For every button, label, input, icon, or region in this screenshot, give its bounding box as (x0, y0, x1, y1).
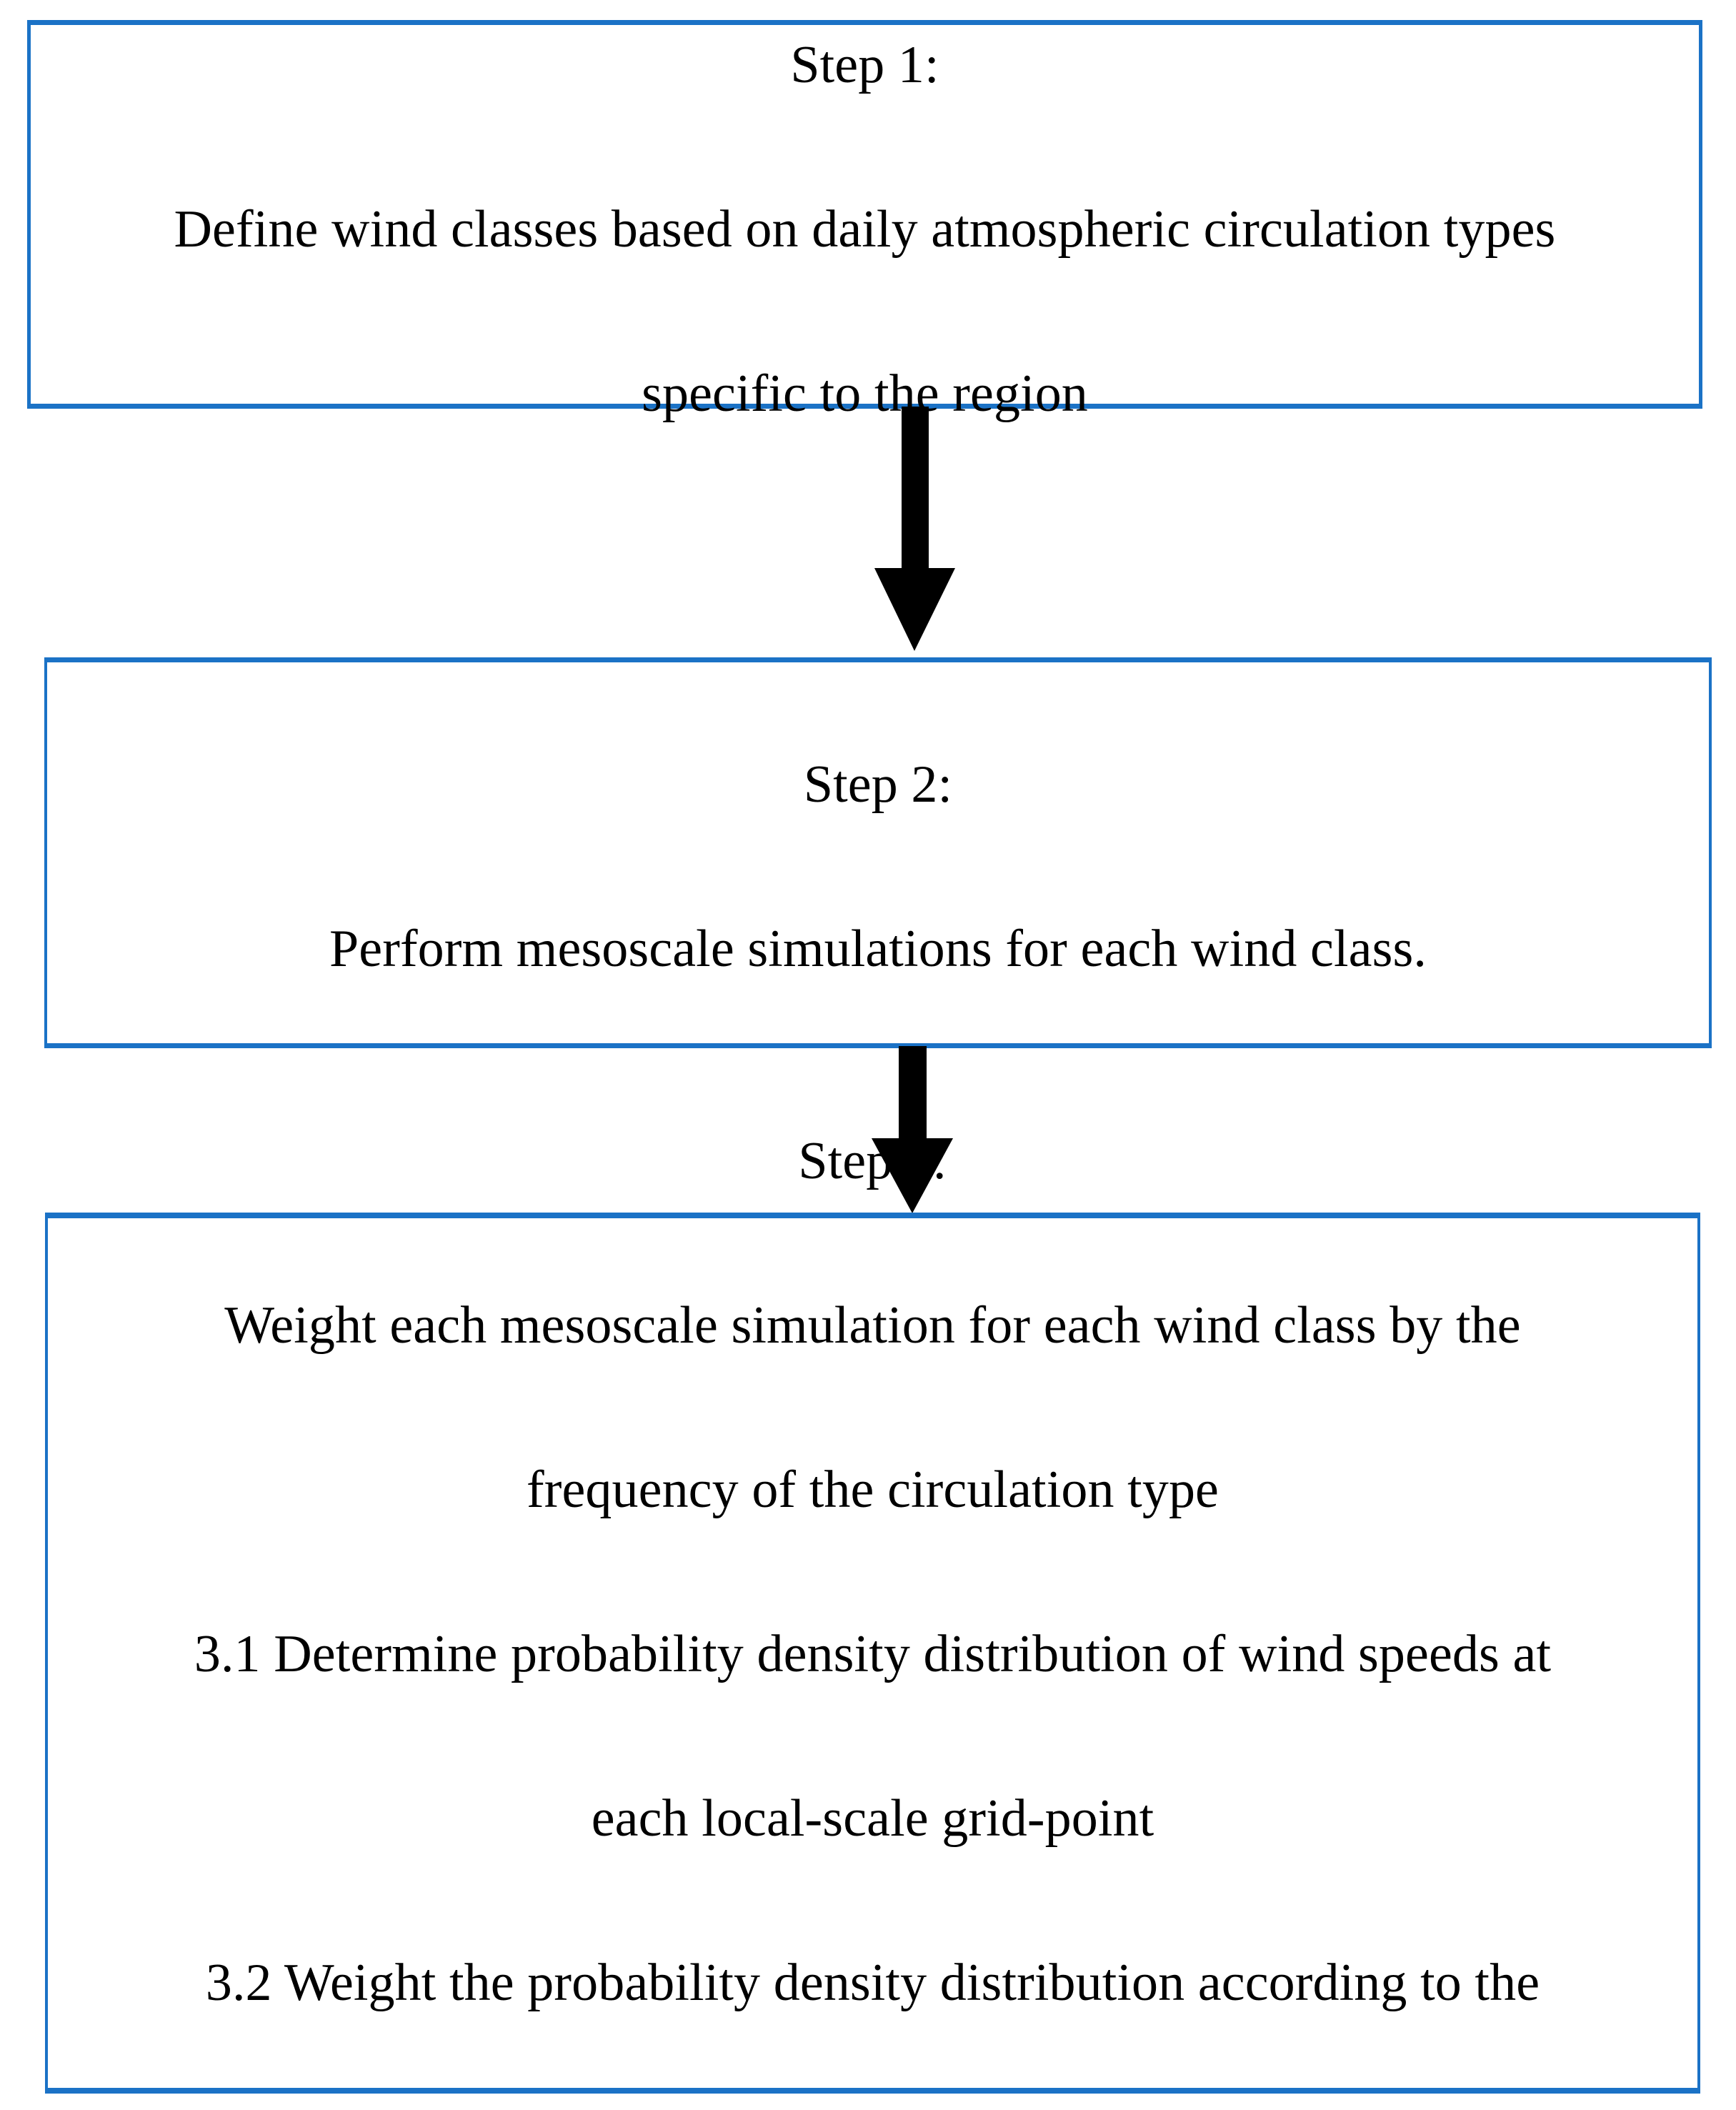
step-3-heading: Step 3: (798, 1132, 947, 1190)
arrow-down-icon-step-2-to-step-3 (872, 1046, 953, 1213)
flowchart-node-step-3[interactable]: Step 3: Weight each mesoscale simulation… (45, 1132, 1700, 2094)
step-3-body-line-2: frequency of the circulation type (527, 1460, 1219, 1519)
step-1-body-line-2: specific to the region (642, 364, 1088, 423)
flowchart-node-step-2[interactable]: Step 2: Perform mesoscale simulations fo… (44, 657, 1712, 1048)
step-1-body-line-1: Define wind classes based on daily atmos… (174, 199, 1556, 259)
step-1-text-block: Step 1: Define wind classes based on dai… (31, 0, 1699, 517)
arrow-shaft (899, 1046, 927, 1139)
step-3-substep-3-2-line-2: frequency of each class in the climatolo… (58, 2106, 1687, 2110)
step-3-substep-3-1-line-1: 3.1 Determine probability density distri… (194, 1625, 1552, 1683)
arrow-head (874, 568, 955, 651)
step-3-body-line-1: Weight each mesoscale simulation for eac… (224, 1296, 1521, 1355)
arrow-head (872, 1138, 953, 1213)
arrow-shaft (902, 407, 929, 569)
step-1-heading: Step 1: (790, 35, 939, 94)
step-2-body-line-1: Perform mesoscale simulations for each w… (329, 920, 1427, 978)
step-2-text-block: Step 2: Perform mesoscale simulations fo… (47, 662, 1709, 1073)
flowchart-node-step-1[interactable]: Step 1: Define wind classes based on dai… (27, 20, 1702, 423)
arrow-down-icon-step-1-to-step-2 (874, 407, 955, 651)
step-3-substep-3-2-line-1: 3.2 Weight the probability density distr… (205, 1954, 1540, 2012)
step-3-text-block: Step 3: Weight each mesoscale simulation… (48, 1038, 1697, 2110)
step-3-substep-3-1-line-2: each local-scale grid-point (591, 1789, 1154, 1848)
step-2-heading: Step 2: (803, 755, 953, 814)
